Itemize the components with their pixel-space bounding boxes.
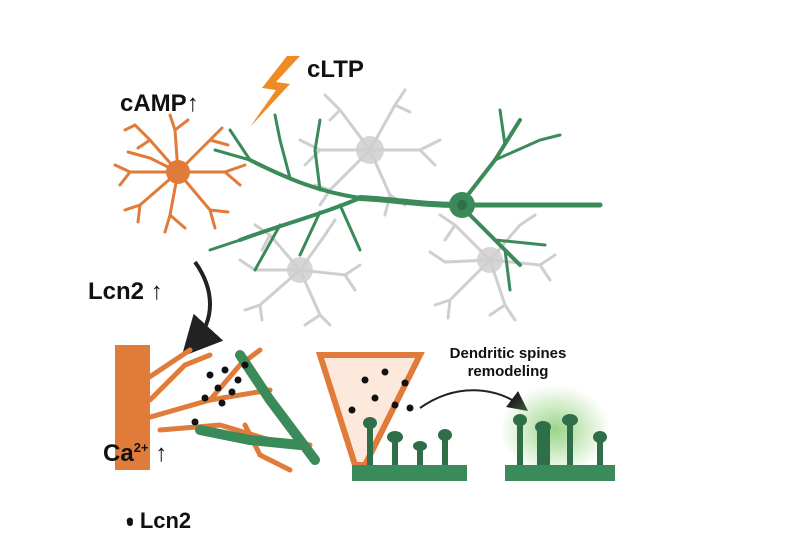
lcn2-up-label: Lcn2 ↑ — [88, 278, 163, 306]
spine-after-panel — [500, 385, 615, 481]
lcn2-up-arrow: ↑ — [150, 278, 163, 305]
camp-text: cAMP — [120, 90, 187, 117]
legend-dot-icon — [127, 520, 133, 526]
calcium-label: Ca2+ ↑ — [103, 440, 167, 468]
camp-up-arrow: ↑ — [186, 90, 199, 117]
cltp-label: cLTP — [307, 56, 364, 83]
calcium-charge: 2+ — [133, 440, 149, 455]
spines-remodeling-line2: remodeling — [467, 363, 549, 380]
spine-before-panel — [315, 352, 467, 481]
lcn2-text: Lcn2 — [88, 278, 145, 305]
spines-remodeling-line1: Dendritic spines — [449, 345, 567, 362]
neuron-cell — [208, 108, 603, 292]
grey-neuron-bottom-left — [238, 218, 362, 327]
calcium-up-arrow: ↑ — [155, 440, 168, 467]
calcium-text: Ca — [103, 440, 134, 467]
spines-remodeling-label: Dendritic spines remodeling — [423, 345, 593, 381]
camp-label: cAMP↑ — [120, 90, 199, 118]
grey-neuron-bottom-right — [428, 213, 557, 322]
astrocyte-cell — [113, 113, 247, 234]
curved-arrow-icon — [181, 260, 224, 357]
lightning-bolt-icon — [250, 56, 300, 127]
remodeling-arrow-icon — [419, 389, 529, 411]
astrocyte-dendrite-contact — [115, 345, 320, 473]
legend-lcn2-label: • Lcn2 — [126, 508, 192, 533]
